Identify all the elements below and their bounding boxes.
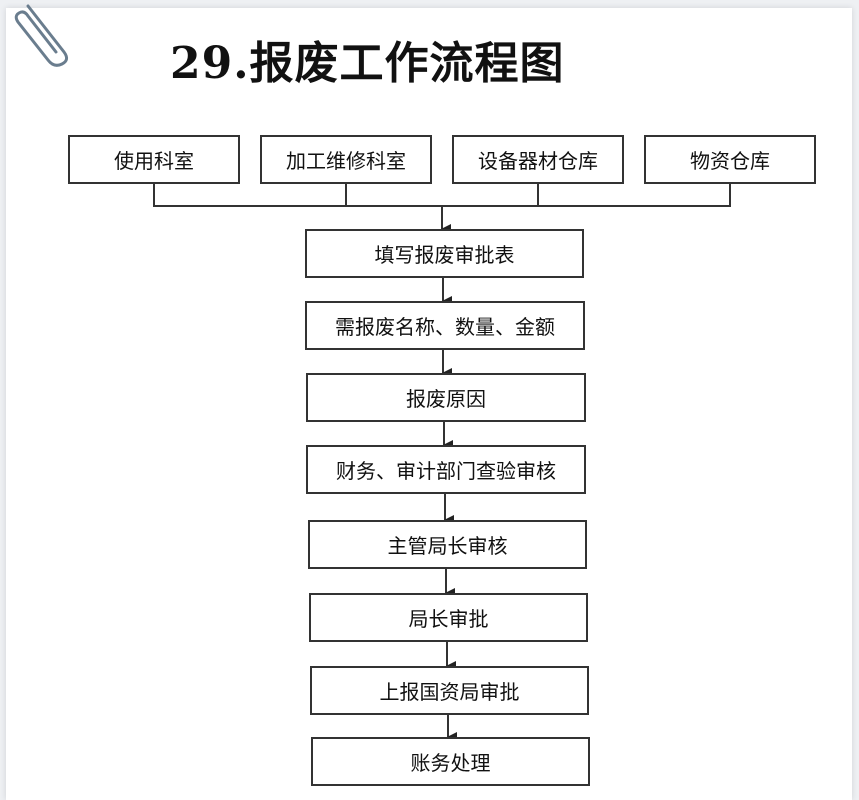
step-item-name-quantity-amount: 需报废名称、数量、金额 [305,301,585,350]
step-report-to-state-assets-bureau: 上报国资局审批 [310,666,589,715]
step-finance-audit-review: 财务、审计部门查验审核 [306,445,586,494]
source-box-equipment-warehouse: 设备器材仓库 [452,135,624,184]
step-scrap-reason: 报废原因 [306,373,586,422]
source-box-usage-dept: 使用科室 [68,135,240,184]
step-director-approval: 局长审批 [309,593,588,642]
source-box-materials-warehouse: 物资仓库 [644,135,816,184]
page-title: 29.报废工作流程图 [170,38,565,89]
source-box-repair-dept: 加工维修科室 [260,135,432,184]
step-supervising-director-review: 主管局长审核 [308,520,587,569]
paperclip-icon [14,4,69,67]
step-accounting-treatment: 账务处理 [311,737,590,786]
step-fill-scrap-form: 填写报废审批表 [305,229,584,278]
